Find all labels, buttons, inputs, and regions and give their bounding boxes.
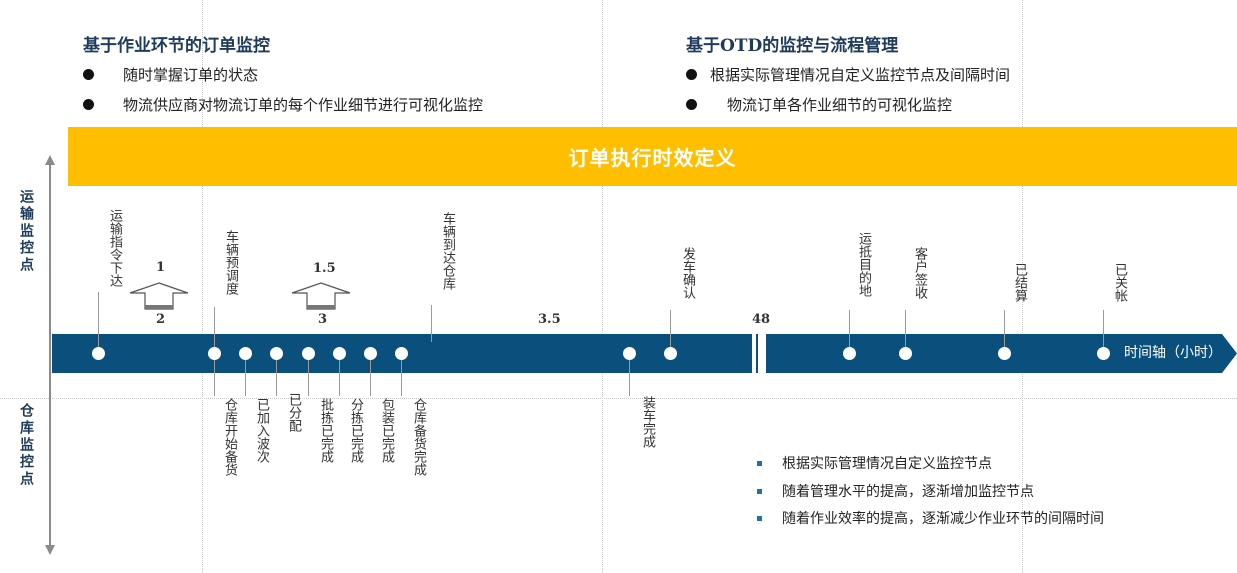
warehouse-node-label: 仓库备货完成 [411, 398, 426, 476]
node-dot [270, 347, 283, 360]
node-dot [333, 347, 346, 360]
warehouse-node-label: 批拣已完成 [318, 398, 333, 463]
warehouse-node-label: 装车完成 [640, 396, 655, 448]
leader-line [1004, 310, 1005, 347]
leader-line [98, 292, 99, 347]
transport-side-label: 运输监控点 [18, 189, 34, 274]
left-heading: 基于作业环节的订单监控 [83, 36, 270, 56]
bullet-text: 物流供应商对物流订单的每个作业细节进行可视化监控 [123, 96, 484, 114]
title-band: 订单执行时效定义 [68, 127, 1237, 186]
vertical-axis-arrows [45, 155, 55, 555]
leader-line [339, 358, 340, 396]
list-item: 根据实际管理情况自定义监控节点 [757, 453, 992, 473]
transport-node-label: 车辆预调度 [223, 230, 238, 295]
list-item: 物流供应商对物流订单的每个作业细节进行可视化监控 [83, 94, 483, 115]
bullet-icon [686, 69, 697, 80]
leader-line [1103, 310, 1104, 347]
transport-node-label: 车辆到达仓库 [440, 212, 455, 290]
up-arrow-icon [291, 282, 351, 310]
list-item: 随时掌握订单的状态 [83, 64, 258, 85]
transport-node-label: 发车确认 [680, 247, 695, 299]
node-dot [395, 347, 408, 360]
right-heading: 基于OTD的监控与流程管理 [686, 36, 899, 56]
timeline-break-mark [756, 334, 758, 373]
node-dot [364, 347, 377, 360]
band-title: 订单执行时效定义 [568, 146, 737, 170]
transport-node-label: 已关帐 [1112, 263, 1127, 302]
node-dot [208, 347, 221, 360]
node-dot [92, 347, 105, 360]
transport-node-label: 已结算 [1012, 263, 1027, 302]
node-dot [843, 347, 856, 360]
warehouse-node-label: 仓库开始备货 [222, 398, 237, 476]
note-text: 根据实际管理情况自定义监控节点 [782, 456, 992, 472]
bullet-text: 根据实际管理情况自定义监控节点及间隔时间 [710, 66, 1011, 84]
bullet-text: 物流订单各作业细节的可视化监控 [727, 96, 953, 114]
warehouse-node-label: 包装已完成 [379, 398, 394, 463]
list-item: 物流订单各作业细节的可视化监控 [686, 94, 952, 115]
transport-node-label: 运输指令下达 [107, 209, 122, 287]
warehouse-node-label: 已分配 [286, 393, 301, 432]
leader-line [276, 358, 277, 396]
leader-line [905, 310, 906, 347]
bullet-icon [83, 69, 94, 80]
leader-line [214, 358, 215, 396]
node-dot [302, 347, 315, 360]
list-item: 随着作业效率的提高，逐渐减少作业环节的间隔时间 [757, 508, 1104, 528]
list-item: 根据实际管理情况自定义监控节点及间隔时间 [686, 64, 1010, 85]
duration-1: 1 [156, 260, 166, 275]
duration-2: 2 [156, 312, 166, 327]
grid-line [0, 398, 1237, 399]
node-dot [623, 347, 636, 360]
square-bullet-icon [757, 515, 762, 521]
grid-line [1022, 0, 1023, 573]
leader-line [431, 305, 432, 342]
square-bullet-icon [757, 460, 762, 466]
bullet-icon [83, 99, 94, 110]
leader-line [245, 358, 246, 396]
warehouse-node-label: 已加入波次 [254, 398, 269, 463]
node-dot [998, 347, 1011, 360]
bullet-text: 随时掌握订单的状态 [123, 66, 259, 84]
grid-line [202, 0, 203, 573]
leader-line [670, 310, 671, 347]
leader-line [849, 310, 850, 347]
leader-line [629, 358, 630, 396]
square-bullet-icon [757, 488, 762, 494]
warehouse-node-label: 分拣已完成 [348, 398, 363, 463]
duration-1-5: 1.5 [313, 261, 336, 276]
duration-48: 48 [752, 312, 771, 327]
warehouse-side-label: 仓库监控点 [18, 403, 34, 488]
transport-node-label: 运抵目的地 [856, 232, 871, 297]
node-dot [239, 347, 252, 360]
leader-line [401, 358, 402, 396]
note-text: 随着作业效率的提高，逐渐减少作业环节的间隔时间 [782, 511, 1104, 527]
node-dot [664, 347, 677, 360]
node-dot [1097, 347, 1110, 360]
up-arrow-icon [129, 282, 189, 310]
note-text: 随着管理水平的提高，逐渐增加监控节点 [782, 484, 1034, 500]
leader-line [308, 358, 309, 396]
grid-line [602, 0, 603, 573]
duration-3: 3 [318, 312, 328, 327]
leader-line [214, 307, 215, 347]
node-dot [899, 347, 912, 360]
duration-3-5: 3.5 [538, 312, 561, 327]
transport-node-label: 客户签收 [912, 247, 927, 299]
leader-line [370, 358, 371, 396]
list-item: 随着管理水平的提高，逐渐增加监控节点 [757, 481, 1034, 501]
bullet-icon [686, 99, 697, 110]
axis-label: 时间轴（小时） [1124, 345, 1222, 361]
